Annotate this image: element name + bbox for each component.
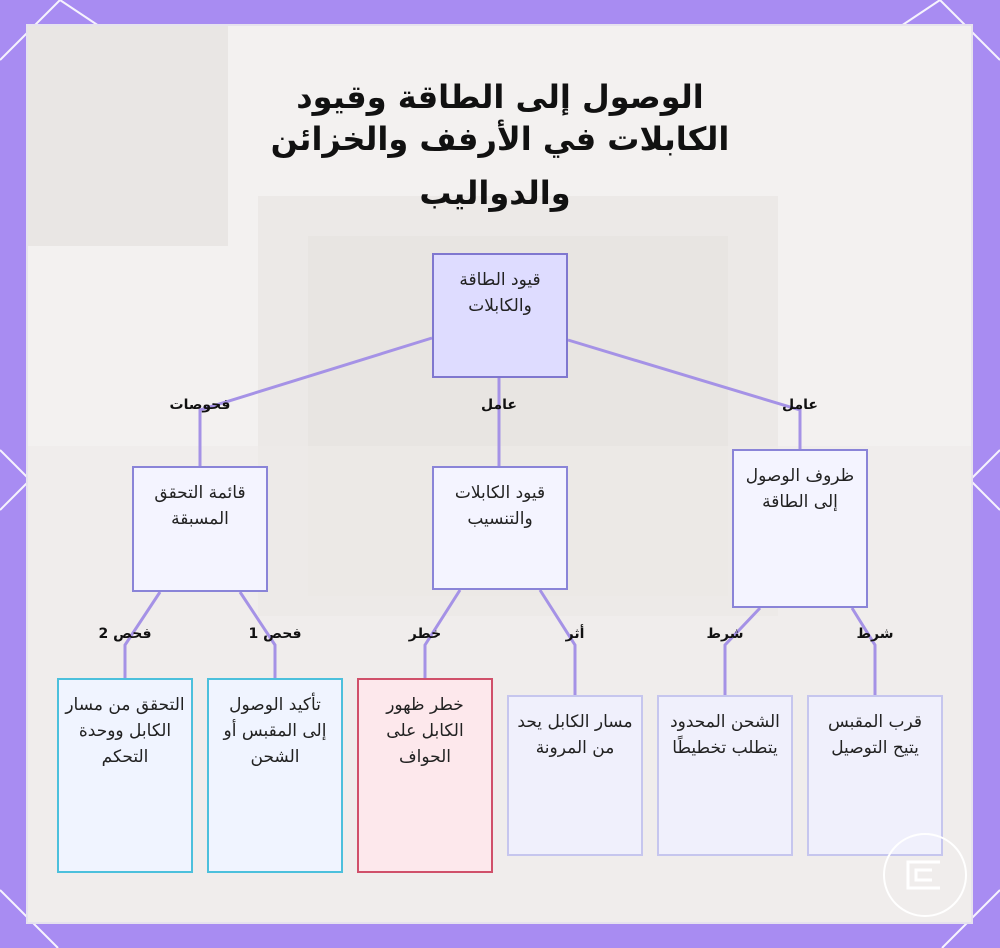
diagram-title: الوصول إلى الطاقة وقيود الكابلات في الأر…: [0, 70, 1000, 220]
node-label: تأكيد الوصول إلى المقبس أو الشحن: [223, 695, 327, 767]
edge-label-condition-2: شرط: [856, 626, 894, 642]
node-label: خطر ظهور الكابل على الحواف: [386, 695, 464, 767]
edge-label-effect: أثر: [565, 626, 585, 642]
node-label: قيود الكابلات والتنسيب: [454, 483, 546, 529]
edge-label-factor-access: عامل: [782, 397, 818, 413]
edge-label-condition-1: شرط: [706, 626, 744, 642]
edge-label-risk: خطر: [408, 626, 442, 642]
logo-icon: [883, 833, 967, 917]
edge-label-check-2: فحص 2: [98, 626, 152, 642]
node-label: ظروف الوصول إلى الطاقة: [745, 466, 855, 512]
node-pre-checklist: قائمة التحقق المسبقة: [132, 466, 268, 592]
node-power-cable-constraints: قيود الطاقة والكابلات: [432, 253, 568, 378]
edge-access-near: [850, 607, 877, 695]
node-label: قائمة التحقق المسبقة: [154, 483, 246, 529]
node-verify-cable-path: التحقق من مسار الكابل ووحدة التحكم: [57, 678, 193, 873]
node-edge-cable-risk: خطر ظهور الكابل على الحواف: [357, 678, 493, 873]
edge-root-access: [567, 338, 802, 449]
edge-cable-risk: [423, 589, 462, 678]
node-outlet-proximity: قرب المقبس يتيح التوصيل: [807, 695, 943, 856]
node-power-access-conditions: ظروف الوصول إلى الطاقة: [732, 449, 868, 608]
edge-label-factor-cable: عامل: [481, 397, 517, 413]
node-confirm-outlet-access: تأكيد الوصول إلى المقبس أو الشحن: [207, 678, 343, 873]
node-label: مسار الكابل يحد من المرونة: [517, 712, 633, 758]
edge-checklist-verify: [123, 591, 162, 678]
title-line-3: والدواليب: [419, 174, 571, 212]
node-cable-path-flexibility: مسار الكابل يحد من المرونة: [507, 695, 643, 856]
node-label: قيود الطاقة والكابلات: [459, 270, 541, 316]
node-cable-placement-constraints: قيود الكابلات والتنسيب: [432, 466, 568, 590]
edge-root-checklist: [198, 336, 433, 466]
edge-label-checks: فحوصات: [169, 397, 231, 413]
edge-access-limited: [723, 606, 762, 695]
edge-cable-path: [538, 589, 577, 695]
title-line-2: الكابلات في الأرفف والخزائن: [270, 120, 730, 158]
node-limited-charging: الشحن المحدود يتطلب تخطيطًا: [657, 695, 793, 856]
title-line-1: الوصول إلى الطاقة وقيود: [296, 78, 704, 116]
node-label: التحقق من مسار الكابل ووحدة التحكم: [65, 695, 185, 767]
edge-checklist-confirm: [238, 591, 277, 678]
node-label: الشحن المحدود يتطلب تخطيطًا: [670, 712, 780, 758]
edge-label-check-1: فحص 1: [248, 626, 302, 642]
node-label: قرب المقبس يتيح التوصيل: [827, 712, 923, 758]
